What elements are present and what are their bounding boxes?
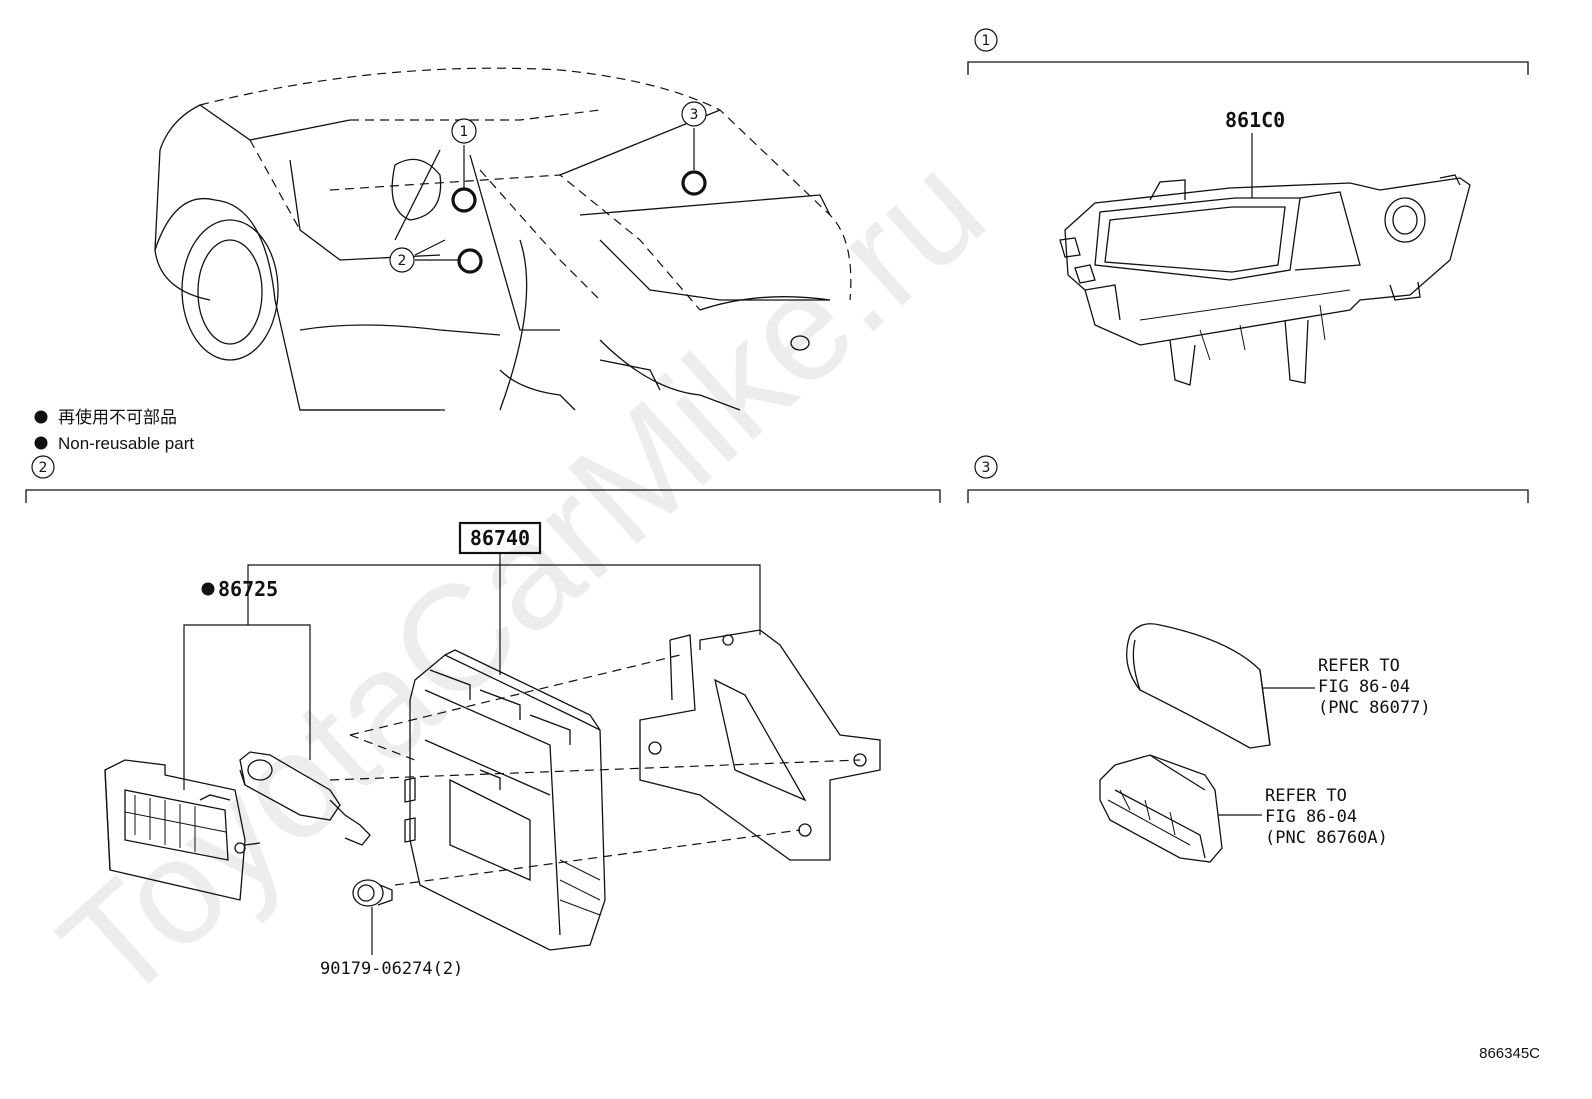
non-reusable-bullet-icon [201, 582, 215, 596]
location-marker-1 [451, 187, 477, 213]
ref2-line3: (PNC 86760A) [1265, 828, 1388, 848]
section-2-label: 2 [39, 460, 48, 476]
ref2-line1: REFER TO [1265, 786, 1347, 806]
section-2-marker [31, 455, 55, 479]
switch-panel-drawing [104, 759, 261, 901]
callout-3-label: 3 [690, 107, 699, 123]
section-3-marker [974, 455, 998, 479]
section-3-label: 3 [982, 460, 991, 476]
diagram-code: 866345C [1479, 1045, 1540, 1062]
ref1-line3: (PNC 86077) [1318, 698, 1431, 718]
legend-jp: 再使用不可部品 [58, 407, 177, 427]
display-unit-drawing [1059, 174, 1471, 386]
bullet-icon [34, 410, 48, 424]
section-1-label: 1 [982, 33, 991, 49]
bullet-icon [34, 436, 48, 450]
section-1: 1 861C0 [967, 28, 1529, 386]
antenna-base-drawing [1099, 754, 1223, 863]
callout-3 [681, 101, 707, 127]
part-90179-label: 90179-06274(2) [320, 959, 463, 979]
callout-2 [389, 247, 415, 273]
watermark: ToyotaCarMike.ru [29, 122, 1015, 1033]
ref2-line2: FIG 86-04 [1265, 807, 1357, 827]
ref1-line2: FIG 86-04 [1318, 677, 1410, 697]
section-1-marker [974, 28, 998, 52]
bracket-drawing [639, 629, 881, 861]
legend: 再使用不可部品 Non-reusable part [34, 407, 194, 453]
vehicle-overview: 1 3 2 [154, 67, 852, 411]
section-2: 2 86740 86725 [25, 455, 941, 979]
antenna-cover-drawing [1126, 623, 1271, 749]
section-3: 3 REFER TO FIG 86-04 (PNC 86077) REFER T… [967, 455, 1529, 863]
part-86740-label: 86740 [470, 526, 530, 550]
ref1-line1: REFER TO [1318, 656, 1400, 676]
legend-en: Non-reusable part [58, 434, 194, 453]
part-861c0-label: 861C0 [1225, 108, 1285, 132]
location-marker-3 [681, 170, 707, 196]
callout-1-label: 1 [460, 124, 469, 140]
callout-2-label: 2 [398, 253, 407, 269]
location-marker-2 [457, 248, 483, 274]
clip-drawing [352, 879, 393, 907]
part-86725-label: 86725 [218, 577, 278, 601]
ecu-drawing [404, 649, 606, 951]
connector-drawing [239, 751, 371, 846]
callout-1 [451, 118, 477, 144]
